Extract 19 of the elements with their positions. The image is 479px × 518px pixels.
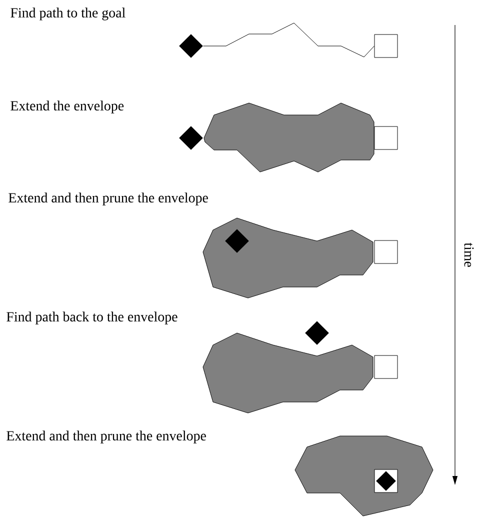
envelope-shape — [202, 332, 374, 414]
caption: Extend and then prune the envelope — [6, 430, 206, 444]
robot-diamond — [179, 126, 203, 150]
caption: Find path to the goal — [10, 8, 126, 20]
goal-square — [374, 355, 398, 379]
caption: Extend and then prune the envelope — [8, 192, 208, 206]
caption: Find path back to the envelope — [6, 312, 178, 324]
robot-diamond — [179, 34, 203, 58]
axis-label: time — [464, 242, 474, 267]
robot-diamond — [225, 229, 249, 253]
goal-square — [374, 34, 398, 58]
goal-square — [374, 126, 398, 150]
caption: Extend the envelope — [10, 100, 124, 114]
envelope-shape — [204, 102, 374, 172]
path-line — [202, 22, 374, 58]
goal-square — [374, 240, 398, 264]
envelope-shape — [202, 218, 374, 298]
robot-diamond — [305, 321, 329, 345]
envelope-shape — [294, 436, 434, 516]
